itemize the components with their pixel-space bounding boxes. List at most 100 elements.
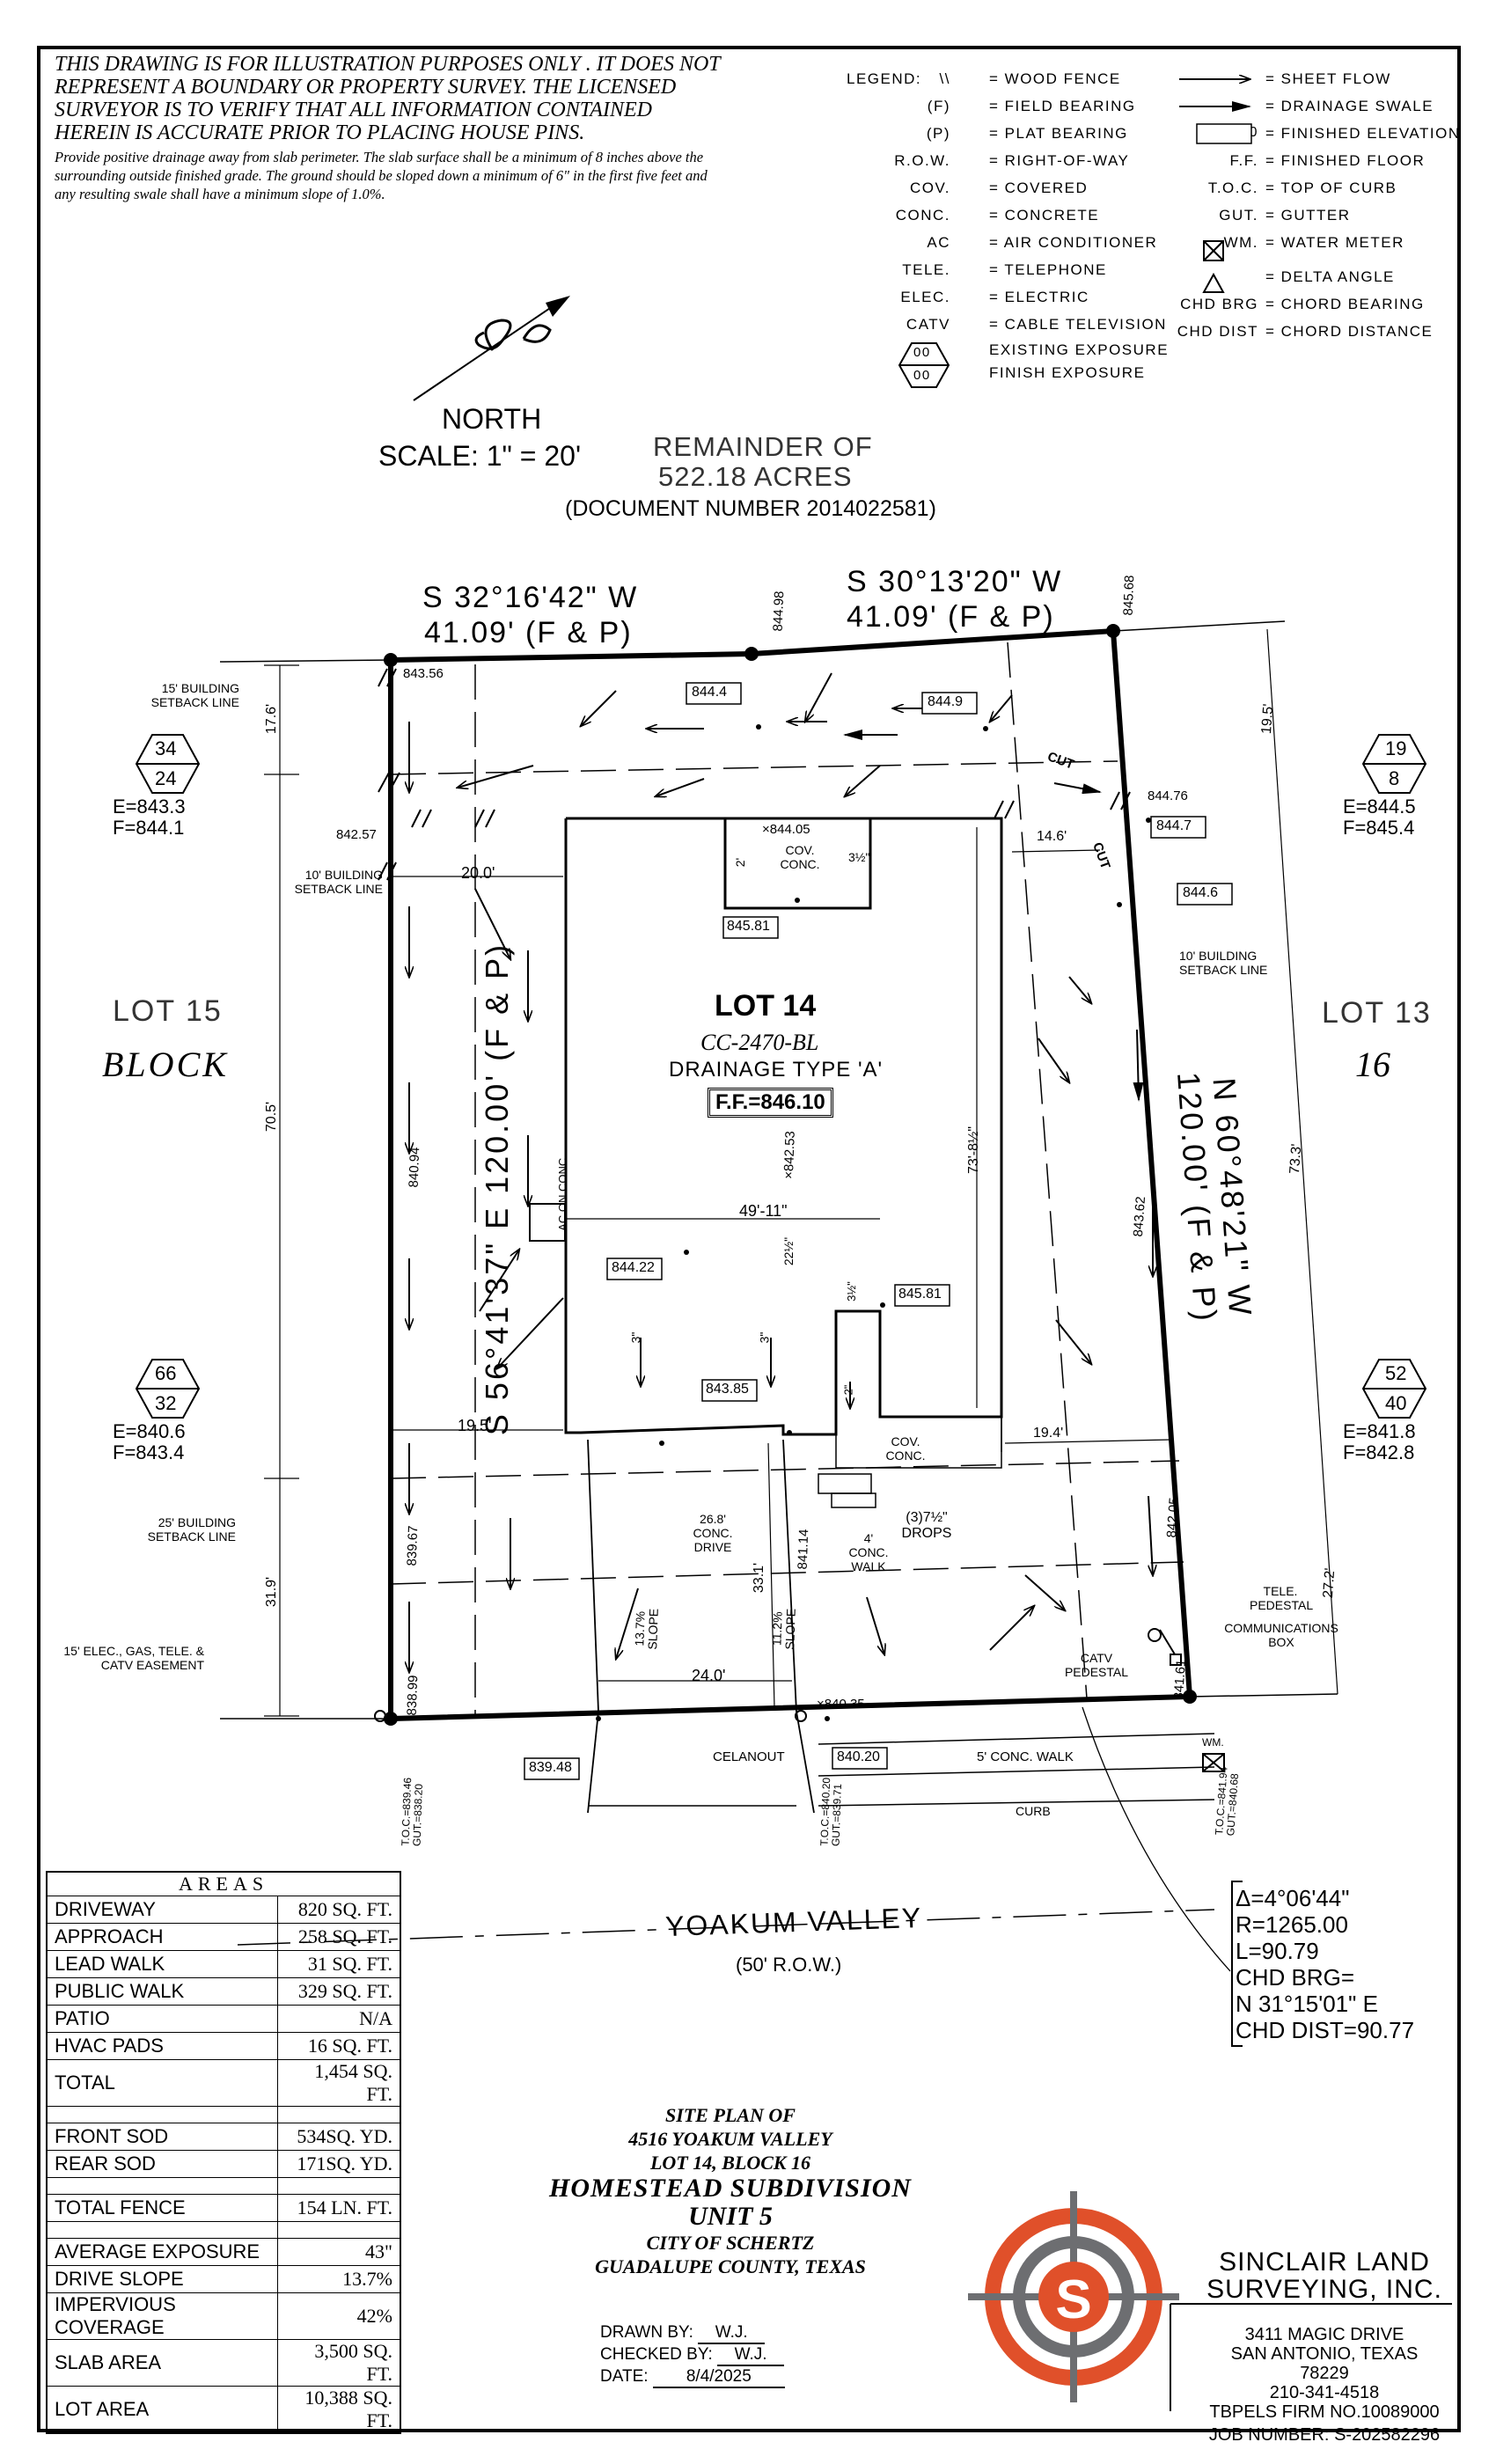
lot13-label: LOT 13 [1322, 996, 1432, 1030]
elev-box: 839.48 [529, 1760, 572, 1775]
dim-text: 17.6' [264, 703, 280, 735]
cov-conc-front-label: COV. CONC. [885, 1434, 926, 1463]
setback-10-right-label: 10' BUILDING SETBACK LINE [1179, 949, 1268, 977]
elev-point: 844.98 [770, 590, 788, 632]
dim-text: 27.2' [1320, 1567, 1338, 1599]
cov-conc-rear-label: COV. CONC. [780, 843, 820, 871]
title-l2: 4516 YOAKUM VALLEY [628, 2128, 832, 2150]
firm-number: TBPELS FIRM NO.10089000 [1209, 2402, 1440, 2422]
dim-text: 24.0' [692, 1667, 726, 1684]
dim-text: 19.5' [458, 1417, 492, 1434]
slope-left-label: 13.7% SLOPE [632, 1608, 661, 1650]
driveway [587, 1439, 815, 1814]
elev-point: 845.68 [1120, 575, 1138, 616]
legend-symbol: 00 [913, 368, 931, 383]
legend-symbol: R.O.W. [894, 152, 950, 169]
areas-key: DRIVEWAY [46, 1896, 278, 1924]
firm-name-2: SURVEYING, INC. [1206, 2275, 1442, 2304]
legend-desc: = FIELD BEARING [989, 98, 1136, 114]
dimension-lines [264, 628, 1338, 1717]
setback-10-left-label: 10' BUILDING SETBACK LINE [294, 868, 383, 896]
north-arrow-icon [413, 296, 570, 401]
areas-value: 10,388 SQ. FT. [276, 2386, 401, 2434]
exposure-hexagons [135, 342, 1427, 1419]
areas-key: PUBLIC WALK [46, 1977, 278, 2006]
elev-point: ×844.05 [762, 822, 810, 837]
areas-value: 31 SQ. FT. [276, 1950, 401, 1978]
title-l1: SITE PLAN OF [665, 2104, 796, 2126]
exposure-ne-e: E=844.5 [1343, 796, 1416, 818]
exposure-nw-existing: 34 [155, 737, 177, 759]
areas-key: TOTAL FENCE [46, 2194, 278, 2222]
remainder-line2: 522.18 ACRES [658, 461, 853, 492]
areas-key: FRONT SOD [46, 2123, 278, 2151]
lot-name: LOT 14 [715, 989, 817, 1023]
dim-text: 19.4' [1033, 1426, 1064, 1441]
curve-data: Δ=4°06'44" R=1265.00 L=90.79 CHD BRG= N … [1236, 1885, 1415, 2043]
title-l5: UNIT 5 [688, 2202, 773, 2231]
ac-pad-label: AC ON CONC. [555, 1155, 569, 1231]
public-walk-label: 5' CONC. WALK [977, 1749, 1074, 1764]
areas-value: 1,454 SQ. FT. [276, 2059, 401, 2107]
legend-desc: = CHORD BEARING [1265, 296, 1425, 312]
dim-text: 19.5' [1258, 703, 1277, 735]
curb-label: CURB [1016, 1804, 1051, 1818]
elev-box: 844.22 [612, 1260, 655, 1275]
elev-box: 845.81 [727, 919, 770, 934]
house-footprint [529, 817, 1003, 1508]
firm-addr-1: 3411 MAGIC DRIVE [1244, 2325, 1404, 2344]
dim-text: 70.5' [264, 1101, 280, 1133]
remainder-doc: (DOCUMENT NUMBER 2014022581) [565, 496, 936, 521]
legend-desc: = WATER METER [1265, 234, 1404, 251]
exposure-ne-existing: 19 [1385, 737, 1407, 759]
elev-point: 842.05 [1163, 1497, 1183, 1538]
legend-symbol: CONC. [895, 207, 950, 224]
finished-floor: F.F.=846.10 [708, 1088, 833, 1118]
utility-symbols [374, 1628, 1231, 1972]
areas-key: IMPERVIOUS COVERAGE [46, 2292, 278, 2340]
exposure-ne-finish: 8 [1389, 767, 1400, 789]
dim-text: 3" [628, 1331, 643, 1344]
bearing-left-side: S 56°41'37" E 120.00' (F & P) [479, 942, 515, 1436]
public-walk [588, 1733, 1215, 1807]
legend-symbol: T.O.C. [1207, 180, 1258, 196]
areas-value: 13.7% [276, 2265, 401, 2293]
exposure-sw-f: F=843.4 [113, 1441, 185, 1463]
lot15-label: LOT 15 [113, 994, 223, 1028]
street-centerline [237, 1909, 1215, 1946]
areas-value: 534SQ. YD. [276, 2123, 401, 2151]
legend-desc: = AIR CONDITIONER [989, 234, 1158, 251]
adjacent-lot-lines [219, 620, 1338, 1720]
elevation-points [596, 724, 1151, 1721]
areas-key: TOTAL [46, 2059, 278, 2107]
elev-point: 841.61 [1170, 1659, 1190, 1700]
legend-desc: = COVERED [989, 180, 1089, 196]
legend-title: LEGEND: [847, 70, 922, 87]
areas-value: 16 SQ. FT. [276, 2032, 401, 2060]
scale-label: SCALE: 1" = 20' [378, 440, 582, 472]
setback-25-label: 25' BUILDING SETBACK LINE [147, 1515, 236, 1544]
firm-block: SINCLAIR LAND SURVEYING, INC. 3411 MAGIC… [1206, 2248, 1442, 2446]
title-l6: CITY OF SCHERTZ [646, 2232, 815, 2254]
drive-label: 26.8' CONC. DRIVE [693, 1512, 733, 1554]
firm-phone: 210-341-4518 [1269, 2383, 1380, 2402]
legend-symbols [1179, 79, 1251, 293]
water-meter-label: WM. [1202, 1736, 1224, 1749]
disclaimer-note: THIS DRAWING IS FOR ILLUSTRATION PURPOSE… [55, 53, 723, 203]
legend-symbol: WM. [1223, 234, 1258, 251]
legend-symbol: CHD BRG [1180, 296, 1258, 312]
exposure-ne-f: F=845.4 [1343, 817, 1415, 839]
legend-symbol: TELE. [902, 261, 950, 278]
areas-value: 42% [276, 2292, 401, 2340]
exposure-se-e: E=841.8 [1343, 1420, 1416, 1442]
legend-symbol: (F) [927, 98, 950, 114]
